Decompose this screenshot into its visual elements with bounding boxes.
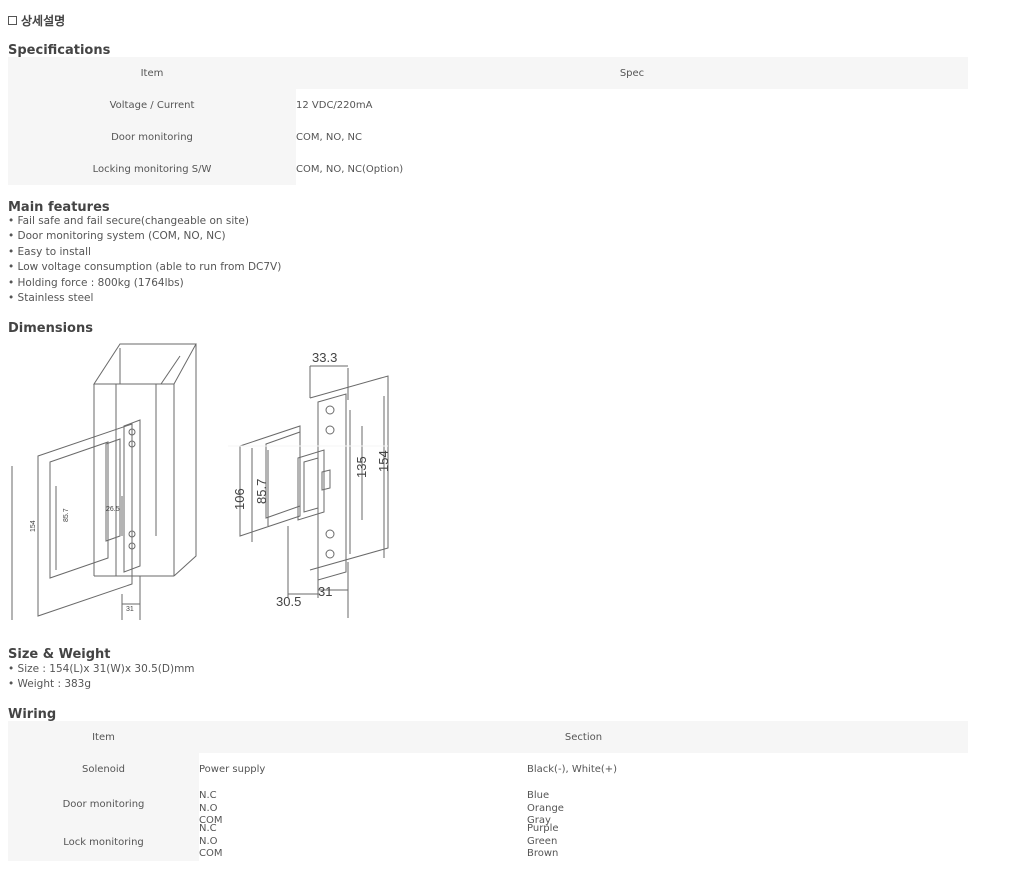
dim-label-154: 154 (30, 520, 37, 532)
dimensions-heading: Dimensions (8, 321, 93, 336)
wiring-colors: Purple Green Brown (527, 823, 968, 861)
main-features-list: • Fail safe and fail secure(changeable o… (8, 214, 281, 306)
list-item: • Easy to install (8, 245, 91, 258)
list-item: • Weight : 383g (8, 678, 92, 691)
dim-label-333: 33.3 (312, 350, 337, 365)
wiring-color: Black(-), White(+) (527, 763, 618, 775)
column-header-section: Section (564, 731, 603, 743)
spec-value: 12 VDC/220mA (296, 99, 373, 111)
column-header-item: Item (92, 731, 115, 743)
dim-label-135: 135 (354, 456, 369, 478)
page-title-text: 상세설명 (21, 14, 66, 28)
column-header-spec: Spec (296, 57, 968, 89)
table-header-row: Item Section (8, 721, 968, 753)
dim-label-154-right: 154 (376, 450, 391, 472)
list-item: • Stainless steel (8, 292, 94, 305)
wire-color: Orange (527, 802, 564, 814)
wire-color: Brown (527, 848, 559, 860)
dim-label-106: 106 (232, 488, 247, 510)
list-item: • Holding force : 800kg (1764lbs) (8, 276, 184, 289)
pin-label: N.O (199, 835, 218, 847)
dim-label-857-right: 85.7 (254, 479, 269, 504)
list-item: • Door monitoring system (COM, NO, NC) (8, 230, 226, 243)
strike-plate-drawing (228, 365, 389, 618)
table-header-row: Item Spec (8, 57, 968, 89)
wiring-pins: N.C N.O COM (199, 785, 527, 826)
spec-item: Locking monitoring S/W (8, 153, 296, 185)
spec-item: Door monitoring (8, 121, 296, 153)
spec-item: Voltage / Current (8, 89, 296, 121)
wire-color: Gray (527, 815, 551, 827)
specifications-heading: Specifications (8, 43, 111, 58)
dim-label-305: 30.5 (276, 594, 301, 609)
pin-label: COM (199, 815, 223, 827)
wiring-heading: Wiring (8, 707, 57, 722)
list-item: • Low voltage consumption (able to run f… (8, 261, 282, 274)
dim-label-857: 85.7 (63, 508, 70, 522)
size-weight-list: • Size : 154(L)x 31(W)x 30.5(D)mm • Weig… (8, 662, 195, 693)
wiring-desc: Power supply (199, 763, 266, 775)
wire-color: Blue (527, 790, 550, 801)
dim-label-31-left: 31 (126, 606, 134, 613)
main-features-heading: Main features (8, 200, 110, 215)
wiring-table: Item Section Solenoid Power supply Black… (8, 721, 968, 861)
door-frame-drawing (11, 343, 197, 620)
wiring-item: Door monitoring (8, 785, 199, 823)
list-item: • Size : 154(L)x 31(W)x 30.5(D)mm (8, 663, 195, 675)
dim-label-31-right: 31 (318, 584, 332, 599)
pin-label: N.C (199, 790, 217, 801)
table-row: Door monitoring N.C N.O COM Blue Orange … (8, 785, 968, 826)
dimensions-drawing: 154 85.7 26.5 31 33.3 106 85.7 135 154 3… (11, 343, 391, 620)
page-title: 상세설명 (8, 12, 65, 29)
wire-color: Green (527, 835, 558, 847)
pin-label: N.C (199, 823, 217, 834)
column-header-item: Item (8, 57, 296, 89)
wiring-colors: Blue Orange Gray (527, 785, 968, 826)
table-row: Locking monitoring S/W COM, NO, NC(Optio… (8, 153, 968, 185)
wiring-item: Solenoid (8, 753, 199, 785)
spec-value: COM, NO, NC (296, 131, 363, 143)
wiring-pins: N.C N.O COM (199, 823, 527, 861)
spec-value: COM, NO, NC(Option) (296, 163, 404, 175)
table-row: Door monitoring COM, NO, NC (8, 121, 968, 153)
pin-label: COM (199, 848, 223, 860)
dim-label-265: 26.5 (106, 506, 120, 513)
table-row: Lock monitoring N.C N.O COM Purple Green… (8, 823, 968, 861)
wiring-item: Lock monitoring (8, 823, 199, 861)
table-row: Voltage / Current 12 VDC/220mA (8, 89, 968, 121)
square-icon (8, 16, 17, 25)
table-row: Solenoid Power supply Black(-), White(+) (8, 753, 968, 785)
size-weight-heading: Size & Weight (8, 647, 111, 662)
list-item: • Fail safe and fail secure(changeable o… (8, 215, 249, 227)
specifications-table: Item Spec Voltage / Current 12 VDC/220mA… (8, 57, 968, 185)
pin-label: N.O (199, 802, 218, 814)
wire-color: Purple (527, 823, 559, 834)
